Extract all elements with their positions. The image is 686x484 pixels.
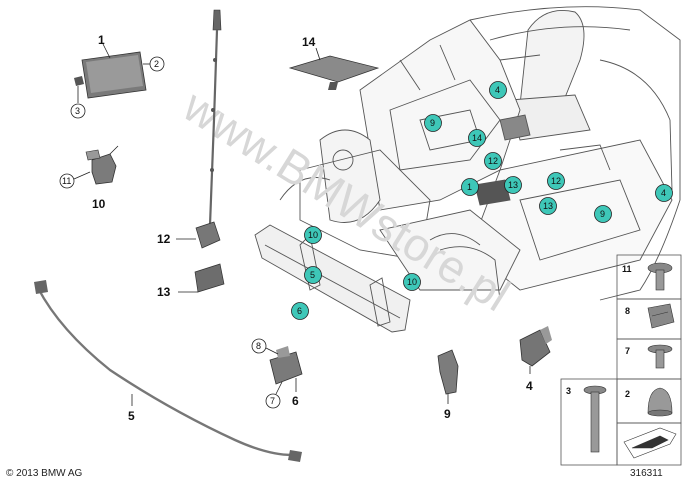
marker-label: 14 (472, 133, 482, 143)
marker-label: 9 (430, 118, 435, 128)
vehicle-body (254, 6, 681, 333)
marker-12-left (484, 152, 502, 170)
part-5-cable: 5 (34, 280, 302, 462)
part-13-holder: 13 (157, 263, 225, 299)
marker-1 (461, 178, 479, 196)
callout-11-ring: 11 (62, 176, 71, 186)
marker-label: 6 (297, 306, 302, 316)
marker-4-upper (489, 81, 507, 99)
marker-label: 13 (543, 201, 553, 211)
table-label-11: 11 (622, 264, 632, 274)
part-1-control-unit: 1 2 3 (70, 33, 165, 119)
callout-1: 1 (98, 33, 105, 47)
marker-9-upper (424, 114, 442, 132)
vehicle-marker-labels: 4 9 14 12 1 13 12 13 9 4 10 5 10 6 (297, 85, 666, 316)
marker-label: 9 (600, 209, 605, 219)
marker-label: 12 (488, 156, 498, 166)
marker-10-left (304, 226, 322, 244)
part-4-bracket: 4 (519, 326, 552, 393)
marker-6 (291, 302, 309, 320)
callout-9: 9 (444, 407, 451, 421)
table-label-7: 7 (625, 346, 630, 356)
marker-label: 4 (495, 85, 500, 95)
marker-4-right (655, 184, 673, 202)
fastener-parts (583, 262, 677, 459)
callout-13: 13 (157, 285, 171, 299)
vehicle-markers (291, 81, 673, 320)
fastener-labels: 11 8 7 3 2 (566, 264, 632, 399)
table-label-8: 8 (625, 306, 630, 316)
diagram-number: 316311 (630, 468, 663, 479)
marker-label: 13 (508, 180, 518, 190)
marker-13-right (539, 197, 557, 215)
marker-14 (468, 129, 486, 147)
callout-14: 14 (302, 35, 316, 49)
part-9-bracket: 9 (437, 349, 459, 421)
marker-label: 10 (308, 230, 318, 240)
marker-label: 12 (551, 176, 561, 186)
callout-8-ring: 8 (256, 341, 261, 351)
marker-5 (304, 266, 322, 284)
callout-2-ring: 2 (154, 59, 159, 69)
marker-label: 10 (407, 277, 417, 287)
part-14-pad: 14 (288, 35, 380, 90)
marker-label: 1 (467, 182, 472, 192)
callout-4: 4 (526, 379, 533, 393)
marker-13-left (504, 176, 522, 194)
callout-7-ring: 7 (270, 396, 275, 406)
table-label-3: 3 (566, 386, 571, 396)
part-10-sensor: 11 10 (59, 145, 119, 211)
marker-12-right (547, 172, 565, 190)
marker-label: 5 (310, 270, 315, 280)
part-6-sensor: 8 7 6 (251, 338, 303, 409)
copyright-text: © 2013 BMW AG (6, 468, 83, 479)
callout-5: 5 (128, 409, 135, 423)
callout-6: 6 (292, 394, 299, 408)
part-12-antenna: 12 (157, 9, 222, 249)
fastener-table (560, 254, 682, 466)
marker-label: 4 (661, 188, 666, 198)
callout-10: 10 (92, 197, 106, 211)
table-label-2: 2 (625, 389, 630, 399)
callout-12: 12 (157, 232, 171, 246)
marker-10-right (403, 273, 421, 291)
marker-9-lower (594, 205, 612, 223)
callout-3-ring: 3 (75, 106, 80, 116)
